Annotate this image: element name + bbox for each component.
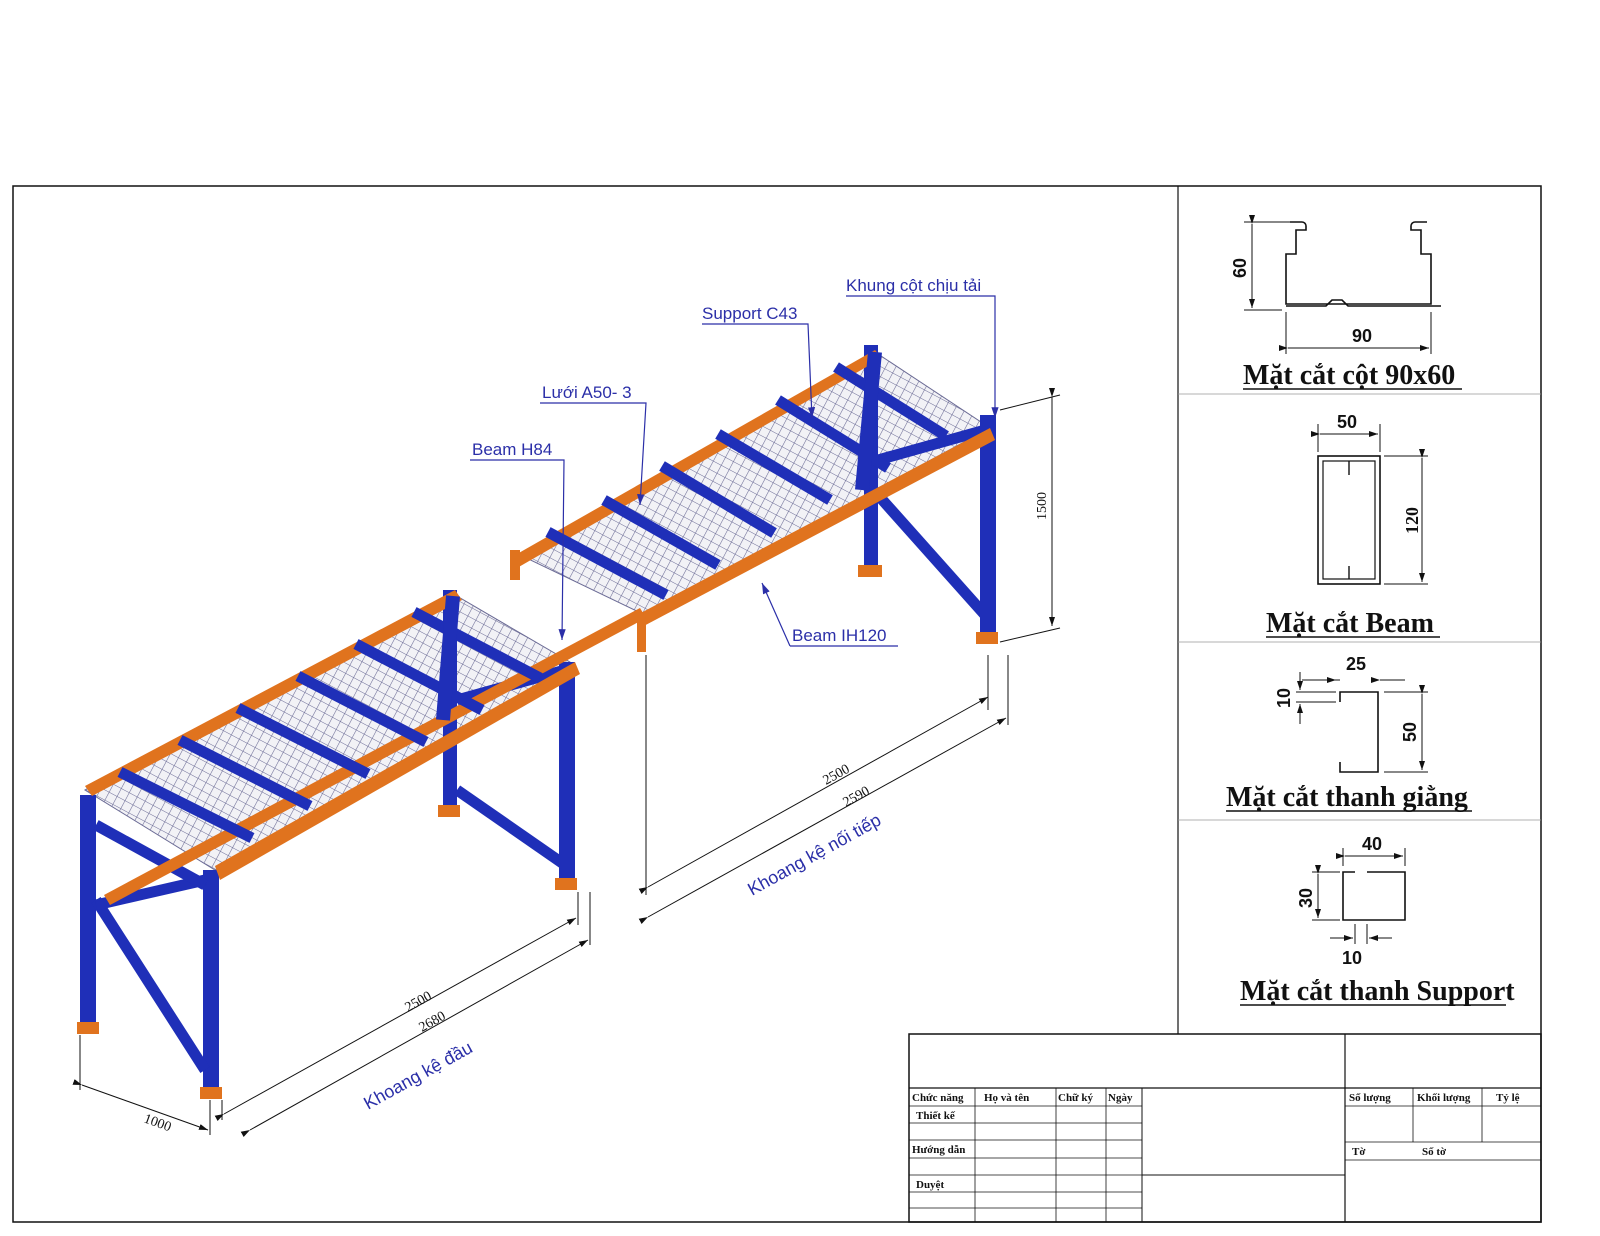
tb-thiet-ke: Thiết kế xyxy=(916,1110,956,1122)
beam-front-second xyxy=(637,428,995,628)
drawing-frame xyxy=(12,185,1542,1223)
brace-dim-w: 25 xyxy=(1346,654,1366,674)
column-dim-w: 90 xyxy=(1352,326,1372,346)
upright-left-back-first xyxy=(80,795,96,1030)
dim-first-outer: 2680 xyxy=(417,1009,449,1036)
leader-lines xyxy=(470,295,999,647)
support-bars-first xyxy=(117,607,543,843)
beam-dim-w: 50 xyxy=(1337,412,1357,432)
upright-front-second xyxy=(980,415,996,640)
tb-ngay: Ngày xyxy=(1108,1092,1133,1104)
section-brace xyxy=(1296,672,1428,773)
dim-depth: 1000 xyxy=(142,1112,173,1136)
label-khoang-noi-tiep: Khoang kệ nối tiếp xyxy=(744,810,884,900)
rack-bay-second xyxy=(510,345,998,652)
tb-so-luong: Số lượng xyxy=(1349,1092,1391,1104)
label-beam-ih120: Beam IH120 xyxy=(792,626,887,645)
section-brace-title: Mặt cắt thanh giằng xyxy=(1226,782,1468,813)
tb-ho-va-ten: Họ và tên xyxy=(984,1092,1029,1104)
title-block xyxy=(908,1033,1542,1223)
tb-so-to: Số tờ xyxy=(1422,1146,1447,1158)
tb-ty-le: Tỷ lệ xyxy=(1496,1092,1520,1104)
beam-dim-h: 120 xyxy=(1402,507,1422,534)
dim-first-inner: 2500 xyxy=(403,989,435,1016)
rack-bay-first xyxy=(77,590,646,1099)
label-luoi-a50: Lưới A50- 3 xyxy=(542,383,632,402)
support-dim-h: 30 xyxy=(1296,888,1316,908)
tb-chuc-nang: Chức năng xyxy=(912,1092,964,1104)
section-beam-title: Mặt cắt Beam xyxy=(1266,608,1434,639)
dim-second-outer: 2590 xyxy=(841,784,873,811)
section-beam xyxy=(1311,424,1428,585)
brace-dim-h: 50 xyxy=(1400,722,1420,742)
label-khung-cot: Khung cột chịu tải xyxy=(846,276,981,295)
beam-front-first xyxy=(215,662,580,880)
support-dim-w: 40 xyxy=(1362,834,1382,854)
label-khoang-dau: Khoang kệ đầu xyxy=(360,1037,476,1113)
dim-height: 1500 xyxy=(1035,492,1050,520)
mesh-deck-first xyxy=(83,594,577,871)
support-dim-gap: 10 xyxy=(1342,948,1362,968)
tb-chu-ky: Chữ ký xyxy=(1058,1092,1094,1104)
tb-khoi-luong: Khối lượng xyxy=(1417,1092,1471,1104)
column-dim-h: 60 xyxy=(1230,258,1250,278)
label-support-c43: Support C43 xyxy=(702,304,797,323)
upright-right-first xyxy=(559,662,575,887)
tb-to: Tờ xyxy=(1352,1146,1366,1158)
tb-duyet: Duyệt xyxy=(916,1179,944,1191)
dim-second-inner: 2500 xyxy=(821,762,853,789)
section-support xyxy=(1312,848,1406,944)
section-column-title: Mặt cắt cột 90x60 xyxy=(1243,360,1455,391)
section-column xyxy=(1244,215,1441,354)
tb-huong-dan: Hướng dẫn xyxy=(912,1144,965,1156)
dimension-lines xyxy=(72,388,1061,1138)
brace-dim-lip: 10 xyxy=(1274,688,1294,708)
section-support-title: Mặt cắt thanh Support xyxy=(1240,976,1515,1007)
label-beam-h84: Beam H84 xyxy=(472,440,552,459)
